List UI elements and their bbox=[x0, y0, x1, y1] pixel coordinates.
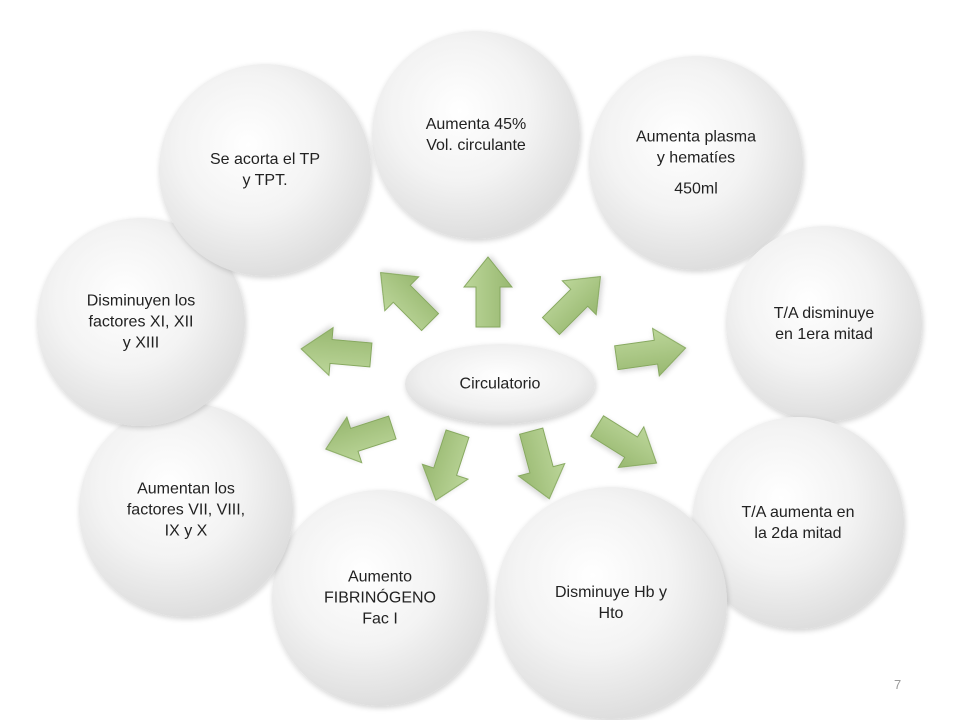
bubble-aumentan-factores bbox=[79, 403, 293, 617]
center-label: Circulatorio bbox=[459, 375, 541, 393]
center-ellipse bbox=[405, 344, 595, 424]
bubble-text-extra: 450ml bbox=[674, 180, 718, 198]
bubble-text-line: en 1era mitad bbox=[775, 326, 873, 343]
arrow-ta-aumenta bbox=[590, 415, 658, 469]
bubble-text-line: Vol. circulante bbox=[426, 137, 526, 154]
bubble-label-aumenta-plasma: Aumenta plasma y hematíes 450ml bbox=[605, 127, 787, 200]
bubble-text-line: factores VII, VIII, bbox=[126, 501, 246, 519]
bubble-text-line: la 2da mitad bbox=[754, 525, 842, 542]
bubble-text-line: T/A disminuye bbox=[773, 305, 875, 322]
bubble-text-line: IX y X bbox=[164, 522, 208, 540]
bubble-label-aumentan-factores: Aumentan los factores VII, VIII, IX y X bbox=[95, 479, 277, 542]
bubble-text-line: y TPT. bbox=[242, 172, 288, 189]
bubble-text-line: FIBRINÓGENO bbox=[323, 589, 436, 607]
arrow-aumentan-factores bbox=[325, 415, 397, 464]
arrow-disminuye-hb bbox=[517, 427, 566, 500]
bubble-text-line: Aumenta 45% bbox=[425, 116, 527, 133]
arrow-acorta-tp bbox=[379, 271, 440, 332]
arrow-disminuyen-factores bbox=[300, 326, 373, 377]
bubble-text-line: y XIII bbox=[122, 334, 160, 352]
bubble-aumenta-volumen bbox=[372, 31, 580, 239]
bubble-text-line: Aumento bbox=[347, 568, 413, 586]
bubble-label-ta-disminuye: T/A disminuye en 1era mitad bbox=[741, 303, 908, 345]
arrow-ta-disminuye bbox=[614, 327, 687, 378]
bubble-text-line: factores XI, XII bbox=[88, 313, 194, 331]
bubble-disminuyen-factores bbox=[37, 218, 245, 426]
bubble-aumenta-plasma bbox=[589, 56, 803, 270]
bubble-text-line: Disminuyen los bbox=[86, 292, 196, 310]
bubble-ta-disminuye bbox=[726, 226, 922, 422]
bubble-text-line: Se acorta el TP bbox=[210, 151, 320, 168]
bubble-label-aumenta-volumen: Aumenta 45% Vol. circulante bbox=[388, 114, 565, 156]
bubble-text-line: Fac I bbox=[362, 610, 398, 628]
bubble-text-line: Disminuye Hb y bbox=[554, 584, 668, 601]
bubble-text-line: T/A aumenta en bbox=[741, 504, 855, 521]
bubble-text-line: Aumenta plasma bbox=[635, 128, 757, 146]
page-number: 7 bbox=[894, 677, 902, 692]
bubble-text-line: y hematíes bbox=[656, 149, 736, 167]
bubble-disminuye-hb bbox=[495, 487, 727, 719]
bubble-label-disminuye-hb: Disminuye Hb y Hto bbox=[513, 582, 710, 624]
bubble-label-ta-aumenta: T/A aumenta en la 2da mitad bbox=[708, 502, 888, 544]
bubble-aumento-fibrinogeno bbox=[272, 490, 488, 706]
bubble-label-disminuyen-factores: Disminuyen los factores XI, XII y XIII bbox=[53, 291, 230, 354]
arrow-aumento-fibrinogeno bbox=[421, 429, 470, 501]
bubble-acorta-tp bbox=[159, 64, 371, 276]
bubble-text-line: Aumentan los bbox=[137, 480, 235, 498]
bubble-text-line: Hto bbox=[598, 605, 624, 622]
bubble-ta-aumenta bbox=[692, 417, 904, 629]
arrow-aumenta-volumen bbox=[462, 256, 514, 328]
arrow-aumenta-plasma bbox=[541, 275, 602, 336]
bubble-label-acorta-tp: Se acorta el TP y TPT. bbox=[175, 149, 355, 191]
